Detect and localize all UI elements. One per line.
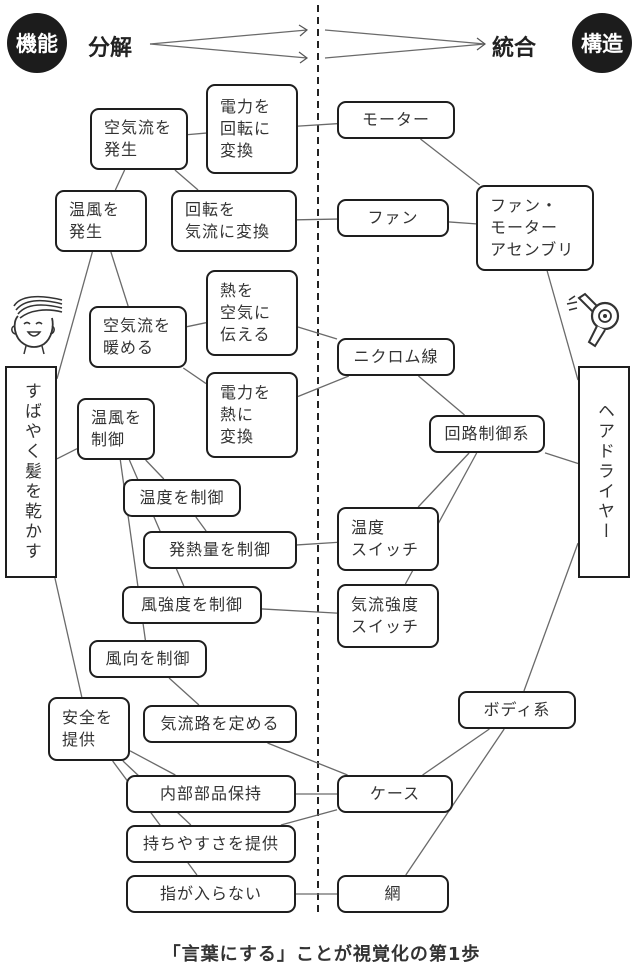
function-root-node: すばやく髪を乾かす bbox=[5, 366, 57, 578]
connector-s_kairo-s_root bbox=[544, 452, 579, 465]
structure-node: 網 bbox=[337, 875, 449, 913]
function-node: 電力を 回転に 変換 bbox=[206, 84, 298, 174]
connector-f_onpu-f_kukiryu bbox=[114, 169, 126, 191]
function-node: 持ちやすさを提供 bbox=[126, 825, 296, 863]
function-node: 温度を制御 bbox=[123, 479, 241, 517]
function-node: 回転を 気流に変換 bbox=[171, 190, 297, 252]
structure-node: ケース bbox=[337, 775, 453, 813]
connector-f_mochiyasusa-s_case bbox=[280, 809, 338, 826]
connector-f_denryoku_netsu-s_nichrome bbox=[297, 375, 350, 398]
integrate-arrows bbox=[324, 29, 486, 59]
connector-f_root-f_onpu_seigyo bbox=[56, 448, 78, 460]
function-node: 温風を 制御 bbox=[77, 398, 155, 460]
connector-f_kukiryu_atatameru-f_denryoku_netsu bbox=[182, 367, 207, 385]
function-node: 電力を 熱に 変換 bbox=[206, 372, 298, 458]
structure-node: ファン bbox=[337, 199, 449, 237]
arrow-line-upper bbox=[149, 29, 308, 45]
arrow-line-integrate-upper bbox=[324, 29, 486, 45]
function-node: 内部部品保持 bbox=[126, 775, 296, 813]
integrate-heading: 統合 bbox=[492, 36, 537, 61]
connector-f_ondo_seigyo-f_hatsunetsu bbox=[195, 516, 207, 532]
function-node: 空気流を 暖める bbox=[89, 306, 187, 368]
function-badge-label: 機能 bbox=[16, 32, 58, 56]
structure-node: モーター bbox=[337, 101, 455, 139]
function-node: 風向を制御 bbox=[89, 640, 207, 678]
connector-f_kukiryu-f_kaiten_kiryu bbox=[174, 169, 199, 191]
connector-s_fan-s_fma bbox=[448, 221, 477, 225]
connector-s_root-s_body bbox=[523, 542, 579, 692]
arrow-head-integrate bbox=[476, 37, 486, 51]
function-node: 発熱量を制御 bbox=[143, 531, 297, 569]
connector-f_kaiten_kiryu-s_fan bbox=[296, 218, 338, 221]
decompose-arrows bbox=[149, 24, 309, 64]
function-node: 気流路を定める bbox=[143, 705, 297, 743]
connector-f_kukiryu_atatameru-f_netsu_kuki bbox=[186, 322, 207, 328]
connector-f_onpu_seigyo-f_ondo_seigyo bbox=[145, 459, 165, 480]
arrow-line-integrate-lower bbox=[324, 43, 486, 59]
connector-f_kukiryu-f_denryoku_kaiten bbox=[187, 132, 207, 136]
connector-s_kairo-s_ondo_sw bbox=[417, 452, 470, 508]
connector-s_body-s_case bbox=[422, 728, 490, 776]
connector-f_denryoku_kaiten-s_motor bbox=[297, 123, 338, 127]
connector-f_root-f_anzen bbox=[54, 577, 83, 698]
arrow-head-upper bbox=[298, 24, 309, 37]
connector-f_netsu_kuki-s_nichrome bbox=[297, 326, 338, 340]
connector-s_fma-s_root bbox=[546, 270, 579, 381]
connector-f_anzen-f_naibu bbox=[129, 750, 176, 776]
connector-s_nichrome-s_kairo bbox=[418, 375, 465, 416]
structure-node: ファン・ モーター アセンブリ bbox=[476, 185, 594, 271]
structure-node: ニクロム線 bbox=[337, 338, 455, 376]
structure-node: ボディ系 bbox=[458, 691, 576, 729]
figure-caption: 「言葉にする」ことが視覚化の第1歩 bbox=[162, 944, 481, 965]
function-node: 温風を 発生 bbox=[55, 190, 147, 252]
structure-badge: 構造 bbox=[572, 13, 632, 73]
person-icon bbox=[11, 295, 63, 355]
connector-f_onpu-f_kukiryu_atatameru bbox=[110, 251, 129, 307]
structure-node: 気流強度 スイッチ bbox=[337, 584, 439, 648]
function-node: 熱を 空気に 伝える bbox=[206, 270, 298, 356]
function-node: 空気流を 発生 bbox=[90, 108, 188, 170]
arrow-head-lower bbox=[298, 51, 309, 64]
connector-f_hatsunetsu-s_ondo_sw bbox=[296, 541, 338, 546]
hair-dryer-icon bbox=[566, 292, 620, 348]
connector-f_kiryuro-s_case bbox=[267, 742, 348, 776]
function-badge: 機能 bbox=[7, 13, 67, 73]
connector-f_fuko-f_kiryuro bbox=[168, 677, 200, 706]
function-node: 風強度を制御 bbox=[122, 586, 262, 624]
function-node: 指が入らない bbox=[126, 875, 296, 913]
structure-node: 回路制御系 bbox=[429, 415, 545, 453]
function-node: 安全を 提供 bbox=[48, 697, 130, 761]
decompose-heading: 分解 bbox=[88, 36, 133, 61]
structure-node: 温度 スイッチ bbox=[337, 507, 439, 571]
connector-f_fukyodo-s_kiryu_sw bbox=[261, 608, 338, 614]
structure-badge-label: 構造 bbox=[581, 32, 623, 56]
connector-s_body-s_ami bbox=[405, 728, 505, 876]
connector-s_motor-s_fma bbox=[420, 138, 481, 186]
structure-root-node: ヘアドライヤー bbox=[578, 366, 630, 578]
connector-f_root-f_onpu bbox=[56, 251, 93, 379]
arrow-line-lower bbox=[149, 43, 308, 59]
